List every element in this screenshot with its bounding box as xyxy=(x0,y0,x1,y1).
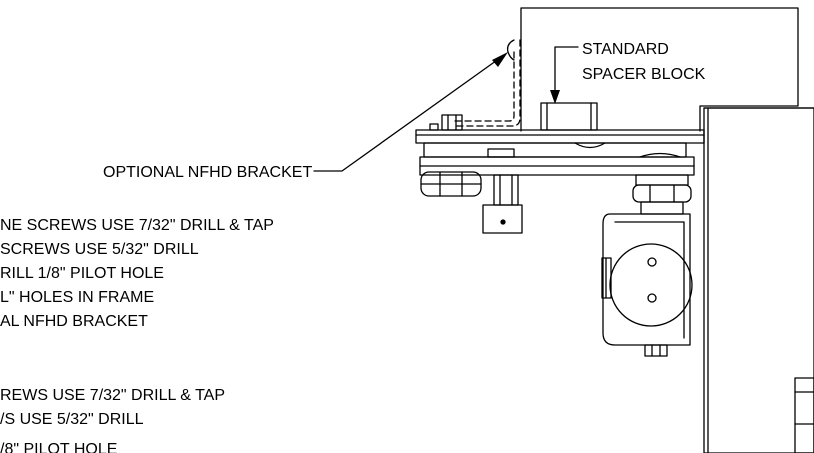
note-line: /S USE 5/32" DRILL xyxy=(0,411,144,428)
note-line: L" HOLES IN FRAME xyxy=(0,289,154,306)
bracket-label: OPTIONAL NFHD BRACKET xyxy=(103,164,312,181)
note-line: SCREWS USE 5/32" DRILL xyxy=(0,241,199,258)
hanging-pin xyxy=(482,174,523,234)
note-line: AL NFHD BRACKET xyxy=(0,313,148,330)
optional-bracket xyxy=(454,39,521,127)
note-line: NE SCREWS USE 7/32" DRILL & TAP xyxy=(0,217,274,234)
spacer-arrowhead xyxy=(550,90,560,104)
note-line: REWS USE 7/32" DRILL & TAP xyxy=(0,387,225,404)
bracket-fasteners xyxy=(429,39,515,131)
top-housing xyxy=(520,7,799,132)
spacer-label-line1: STANDARD xyxy=(582,41,669,58)
pivot-bar xyxy=(419,142,695,176)
spacer-label-line2: SPACER BLOCK xyxy=(582,66,706,83)
bracket-leader xyxy=(313,57,501,172)
left-nut xyxy=(420,171,482,197)
note-line: RILL 1/8" PILOT HOLE xyxy=(0,265,164,282)
right-frame xyxy=(703,107,814,453)
actuator-disc xyxy=(609,243,693,327)
spacer-block xyxy=(540,102,598,131)
actuator-housing xyxy=(601,213,693,357)
spacer-leader xyxy=(554,46,579,96)
bracket-arrowhead xyxy=(492,52,508,67)
mounting-plate xyxy=(415,129,705,144)
right-nut-stack xyxy=(632,174,692,215)
notes-block-1: NE SCREWS USE 7/32" DRILL & TAP SCREWS U… xyxy=(0,217,274,330)
note-line: /8" PILOT HOLE xyxy=(0,441,117,453)
notes-block-2: REWS USE 7/32" DRILL & TAP /S USE 5/32" … xyxy=(0,387,225,453)
